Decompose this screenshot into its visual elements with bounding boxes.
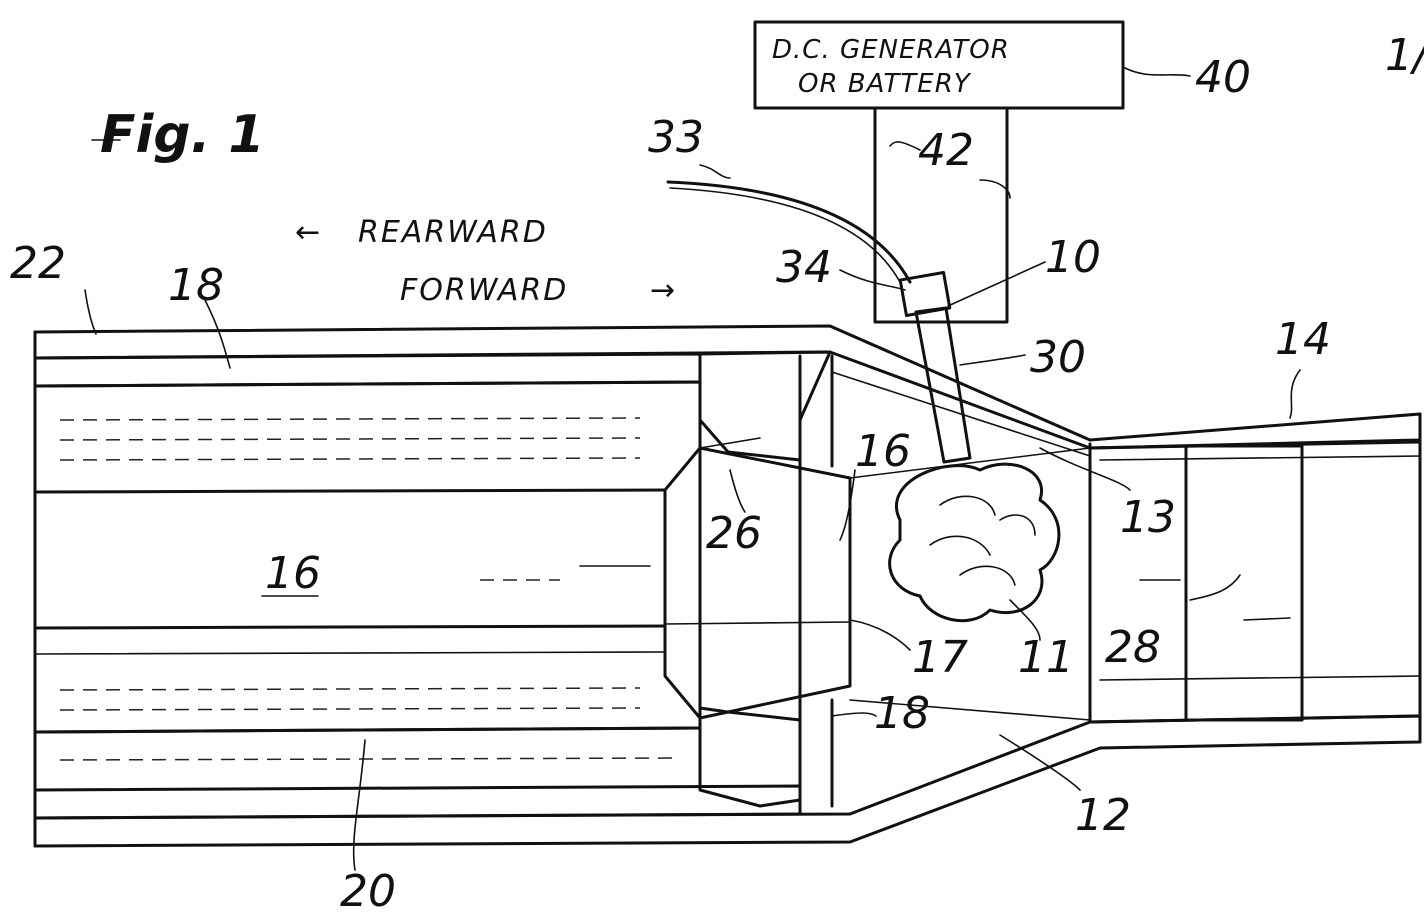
forward-arrow-icon: → [650, 273, 677, 308]
ref-12: 12 [1075, 790, 1131, 841]
pipe-14 [1088, 440, 1422, 724]
plug-collar [698, 350, 832, 808]
ref-10: 10 [1045, 232, 1101, 283]
sheet-number: 1/ [1385, 30, 1424, 81]
outer-pipe-wall-22 [33, 324, 1422, 450]
ref-18-top: 18 [168, 260, 224, 311]
ref-18-bottom: 18 [874, 688, 930, 739]
ref-33: 33 [648, 112, 704, 163]
rearward-label: REARWARD [358, 215, 548, 250]
ref-13: 13 [1120, 492, 1176, 543]
forward-indicator: FORWARD → [400, 273, 677, 308]
rearward-indicator: ← REARWARD [295, 215, 548, 250]
water-texture [59, 417, 681, 761]
ref-34: 34 [776, 242, 832, 293]
leader-lines [84, 67, 1301, 871]
ref-22: 22 [10, 238, 66, 289]
wire-33 [666, 180, 912, 287]
electrode-30 [914, 306, 972, 464]
ref-26: 26 [706, 508, 762, 559]
power-source-label-line2: OR BATTERY [798, 69, 972, 99]
insertion-tube-20 [33, 380, 702, 734]
outer-pipe-wall-bottom [33, 714, 1422, 848]
ref-40: 40 [1195, 52, 1251, 103]
ref-11: 11 [1018, 632, 1074, 683]
ref-14: 14 [1275, 314, 1331, 365]
ref-17: 17 [912, 632, 968, 683]
ref-16-main: 16 [265, 548, 321, 599]
ref-16-chamber: 16 [855, 426, 911, 477]
ref-28: 28 [1105, 622, 1161, 673]
ref-30: 30 [1030, 332, 1086, 383]
rearward-arrow-icon: ← [295, 215, 322, 250]
power-source-label-line1: D.C. GENERATOR [772, 35, 1010, 65]
figure-title: Fig. 1 [100, 105, 265, 165]
liner-18-bottom [33, 784, 802, 820]
forward-label: FORWARD [400, 273, 568, 308]
tube-end-26 [663, 437, 852, 720]
ref-20: 20 [340, 866, 396, 917]
power-source-box [753, 20, 1125, 110]
foam-mass-11 [888, 462, 1061, 623]
ref-42: 42 [918, 125, 974, 176]
power-leads [873, 106, 1009, 324]
coupling-28 [1139, 444, 1304, 722]
